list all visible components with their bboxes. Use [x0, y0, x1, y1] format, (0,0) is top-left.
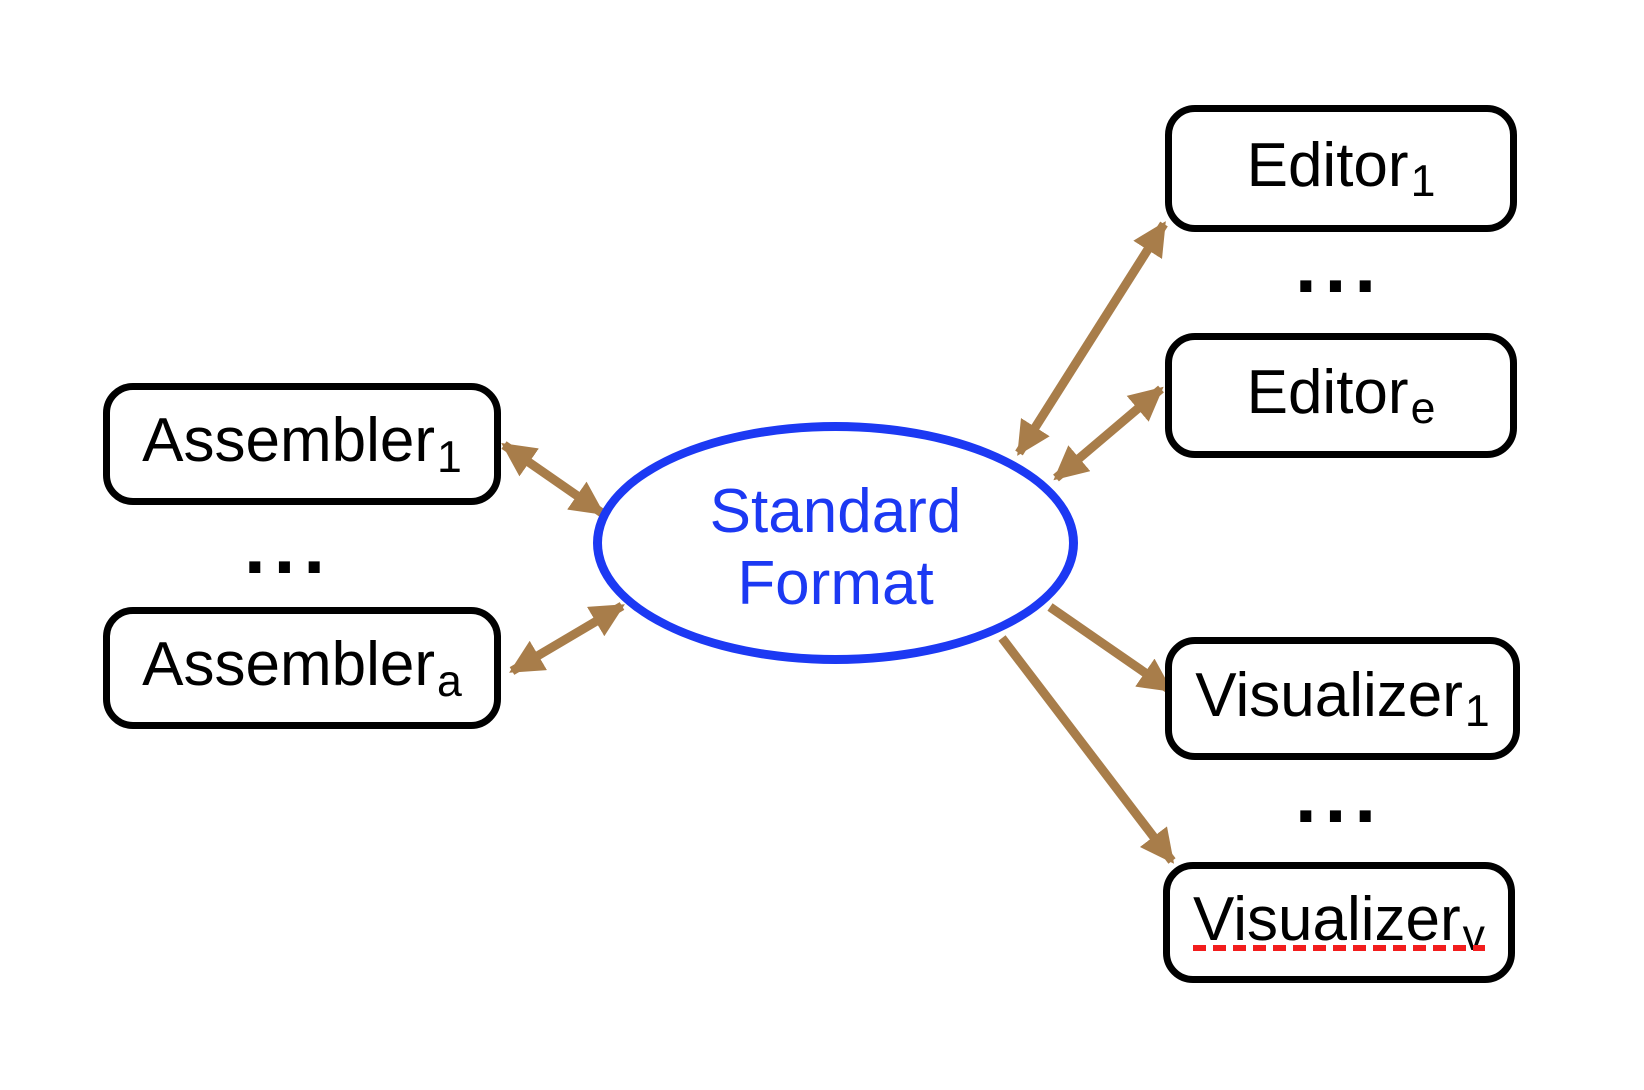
- node-editor-1: Editor1: [1165, 105, 1517, 232]
- node-label-subscript: e: [1410, 384, 1436, 434]
- node-label: Editor1: [1247, 130, 1436, 208]
- ellipsis-assemblers: ...: [244, 502, 334, 590]
- arrow-format-visualizer1: [1047, 603, 1173, 694]
- node-label-subscript: 1: [437, 432, 462, 482]
- arrow-format-editor1: [1015, 221, 1168, 456]
- ellipsis-editors: ...: [1295, 221, 1385, 309]
- node-visualizer-1: Visualizer1: [1165, 637, 1520, 760]
- arrow-assemblera-format: [509, 602, 625, 675]
- node-assembler-1: Assembler1: [103, 383, 501, 505]
- node-assembler-a: Assemblera: [103, 607, 501, 729]
- standard-format-line2: Format: [737, 549, 934, 618]
- node-label-base: Assembler: [142, 406, 436, 476]
- node-visualizer-v: Visualizerv: [1163, 862, 1515, 983]
- node-standard-format: Standard Format: [593, 422, 1078, 664]
- standard-format-line1: Standard: [709, 477, 962, 547]
- node-label-base: Editor: [1246, 130, 1409, 200]
- node-label-base: Visualizer: [1193, 884, 1461, 954]
- node-label-subscript: a: [437, 656, 462, 706]
- node-label: Visualizer1: [1195, 660, 1489, 738]
- red-dashed-underline: [1193, 945, 1485, 951]
- arrow-format-editore: [1053, 385, 1164, 482]
- arrow-assembler1-format: [501, 441, 605, 517]
- node-label-base: Assembler: [142, 630, 436, 700]
- arrow-format-visualizerv: [998, 635, 1176, 864]
- node-label: Assembler1: [142, 405, 462, 483]
- node-editor-e: Editore: [1165, 333, 1517, 458]
- node-label: Editore: [1247, 357, 1436, 435]
- node-label: Assemblera: [142, 629, 462, 707]
- node-label-subscript: 1: [1410, 157, 1436, 207]
- node-label-subscript: v: [1462, 911, 1485, 961]
- node-label-base: Visualizer: [1195, 660, 1463, 730]
- node-label-base: Editor: [1246, 357, 1409, 427]
- node-label-subscript: 1: [1464, 687, 1490, 737]
- ellipsis-visualizers: ...: [1295, 751, 1385, 839]
